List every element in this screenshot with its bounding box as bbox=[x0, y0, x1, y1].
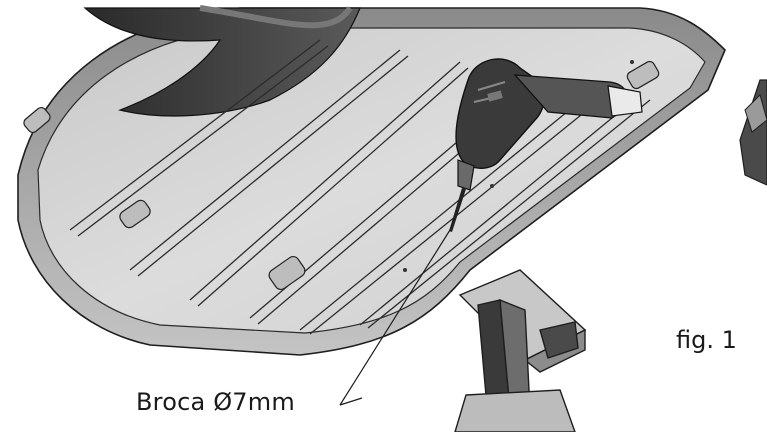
tray-housing-lip bbox=[199, 5, 353, 29]
tray-holes bbox=[403, 60, 634, 272]
figure-number: fig. 1 bbox=[676, 326, 737, 354]
callout-label: Broca Ø7mm bbox=[136, 388, 295, 416]
drill-icon bbox=[449, 58, 643, 232]
tray-housing bbox=[83, 7, 361, 117]
partial-part-right bbox=[739, 79, 767, 186]
support-bracket bbox=[454, 269, 587, 432]
callout-leader bbox=[339, 229, 451, 406]
tray-slots bbox=[23, 60, 660, 291]
